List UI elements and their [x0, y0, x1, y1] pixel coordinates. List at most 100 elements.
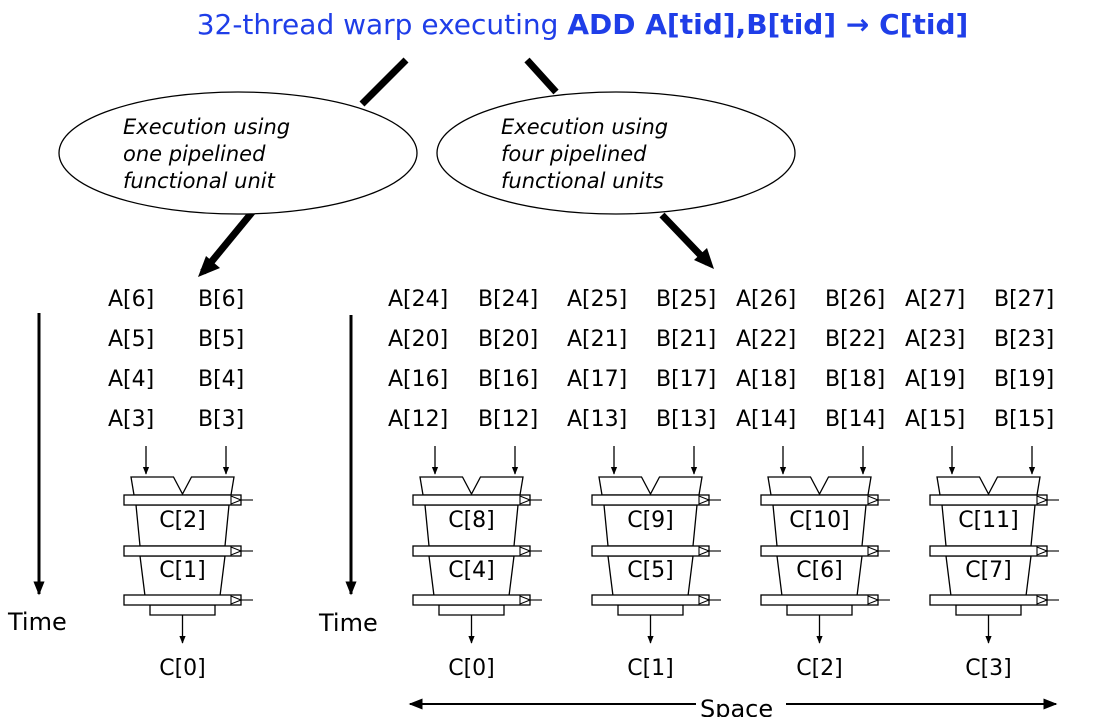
- bubble-right-line-1: Execution using: [501, 115, 668, 139]
- operand-label: A[4]: [108, 367, 154, 392]
- clock-triangle-1: [698, 495, 711, 505]
- bubble-left-line-2: one pipelined: [123, 142, 266, 166]
- bubble-right-line-3: functional units: [501, 169, 664, 193]
- operand-label: B[20]: [478, 327, 538, 352]
- pipeline-register-3: [760, 594, 879, 606]
- operand-label: B[21]: [656, 327, 716, 352]
- pipeline-output-stage: [786, 604, 853, 616]
- pipeline-output-stage: [617, 604, 684, 616]
- functional-unit-lane-0: C[8]C[4]C[0]: [412, 446, 542, 681]
- stage-label-1: C[2]: [159, 508, 206, 533]
- pipeline-register-2: [123, 545, 242, 557]
- operand-label: B[22]: [825, 327, 885, 352]
- operand-label: A[26]: [736, 287, 796, 312]
- space-label: Space: [700, 695, 773, 717]
- pipeline-register-2: [591, 545, 710, 557]
- functional-unit-lane-3: C[11]C[7]C[3]: [929, 446, 1059, 681]
- clock-triangle-3: [698, 595, 711, 605]
- clock-triangle-3: [519, 595, 532, 605]
- stage-label-2: C[1]: [159, 558, 206, 583]
- diagram-title: 32-thread warp executing ADD A[tid],B[ti…: [0, 8, 1119, 41]
- pipeline-register-2: [412, 545, 531, 557]
- stage-label-1: C[11]: [958, 508, 1019, 533]
- clock-triangle-1: [1036, 495, 1049, 505]
- output-label: C[0]: [159, 656, 206, 681]
- clock-triangle-3: [1036, 595, 1049, 605]
- operand-label: A[17]: [567, 367, 627, 392]
- pipeline-register-3: [929, 594, 1048, 606]
- pipeline-output-stage: [955, 604, 1022, 616]
- stage-label-1: C[8]: [448, 508, 495, 533]
- clock-triangle-3: [867, 595, 880, 605]
- adder-top: [936, 476, 1041, 496]
- operand-label: B[13]: [656, 407, 716, 432]
- branch-line-left: [359, 57, 409, 107]
- operand-label: B[3]: [198, 407, 244, 432]
- operand-label: A[20]: [388, 327, 448, 352]
- operand-label: B[12]: [478, 407, 538, 432]
- pipeline-register-3: [412, 594, 531, 606]
- operand-label: B[19]: [994, 367, 1054, 392]
- bubble-single-unit: [58, 91, 418, 215]
- clock-triangle-1: [519, 495, 532, 505]
- pipeline-register-1: [760, 494, 879, 506]
- operand-label: A[16]: [388, 367, 448, 392]
- operand-label: A[15]: [905, 407, 965, 432]
- adder-top: [767, 476, 872, 496]
- title-arrow: →: [836, 8, 880, 41]
- pipeline-register-2: [760, 545, 879, 557]
- pipeline-register-2: [929, 545, 1048, 557]
- operand-label: A[25]: [567, 287, 627, 312]
- operand-labels: A[6]B[6]A[5]B[5]A[4]B[4]A[3]B[3]A[24]B[2…: [108, 287, 1054, 432]
- pipeline-output-stage: [438, 604, 505, 616]
- adder-top: [130, 476, 235, 496]
- functional-units: C[2] C[1] C[0] C[8] C[4] C[0] C[9]C[5]C[1] C[10…: [123, 446, 1059, 681]
- bubble-four-units: [436, 91, 796, 215]
- operand-label: B[26]: [825, 287, 885, 312]
- bubble-left-line-1: Execution using: [123, 115, 290, 139]
- clock-triangle-2: [230, 546, 243, 556]
- bubble-left-line-3: functional unit: [123, 169, 276, 193]
- clock-triangle-1: [867, 495, 880, 505]
- operand-label: A[14]: [736, 407, 796, 432]
- stage-label-1: C[10]: [789, 508, 850, 533]
- operand-label: B[25]: [656, 287, 716, 312]
- pipeline-output-stage: [149, 604, 216, 616]
- pipeline-register-1: [412, 494, 531, 506]
- functional-unit-lane-1: C[9]C[5]C[1]: [591, 446, 721, 681]
- output-label: C[2]: [796, 656, 843, 681]
- operand-label: A[18]: [736, 367, 796, 392]
- pipeline-register-3: [591, 594, 710, 606]
- title-result: C[tid]: [879, 8, 969, 41]
- branch-line-right: [524, 57, 559, 95]
- clock-triangle-2: [519, 546, 532, 556]
- clock-triangle-2: [867, 546, 880, 556]
- operand-label: B[17]: [656, 367, 716, 392]
- space-label-background: [696, 692, 786, 717]
- clock-triangle-2: [698, 546, 711, 556]
- operand-label: A[23]: [905, 327, 965, 352]
- operand-label: A[19]: [905, 367, 965, 392]
- operand-label: B[16]: [478, 367, 538, 392]
- clock-triangle-3: [230, 595, 243, 605]
- operand-label: A[3]: [108, 407, 154, 432]
- operand-label: B[6]: [198, 287, 244, 312]
- operand-label: A[6]: [108, 287, 154, 312]
- stage-label-2: C[4]: [448, 558, 495, 583]
- pipeline-register-1: [929, 494, 1048, 506]
- operand-label: B[14]: [825, 407, 885, 432]
- operand-label: B[4]: [198, 367, 244, 392]
- arrow-head-single-unit: [198, 256, 220, 277]
- bubble-right-line-2: four pipelined: [501, 142, 647, 166]
- adder-top: [419, 476, 524, 496]
- title-instruction: ADD A[tid],B[tid]: [567, 8, 837, 41]
- adder-top: [598, 476, 703, 496]
- operand-label: A[21]: [567, 327, 627, 352]
- operand-label: A[13]: [567, 407, 627, 432]
- operand-label: A[24]: [388, 287, 448, 312]
- functional-unit-single: C[2] C[1] C[0]: [123, 446, 253, 681]
- functional-unit-lane-2: C[10]C[6]C[2]: [760, 446, 890, 681]
- operand-label: B[23]: [994, 327, 1054, 352]
- operand-label: B[27]: [994, 287, 1054, 312]
- pipeline-register-1: [591, 494, 710, 506]
